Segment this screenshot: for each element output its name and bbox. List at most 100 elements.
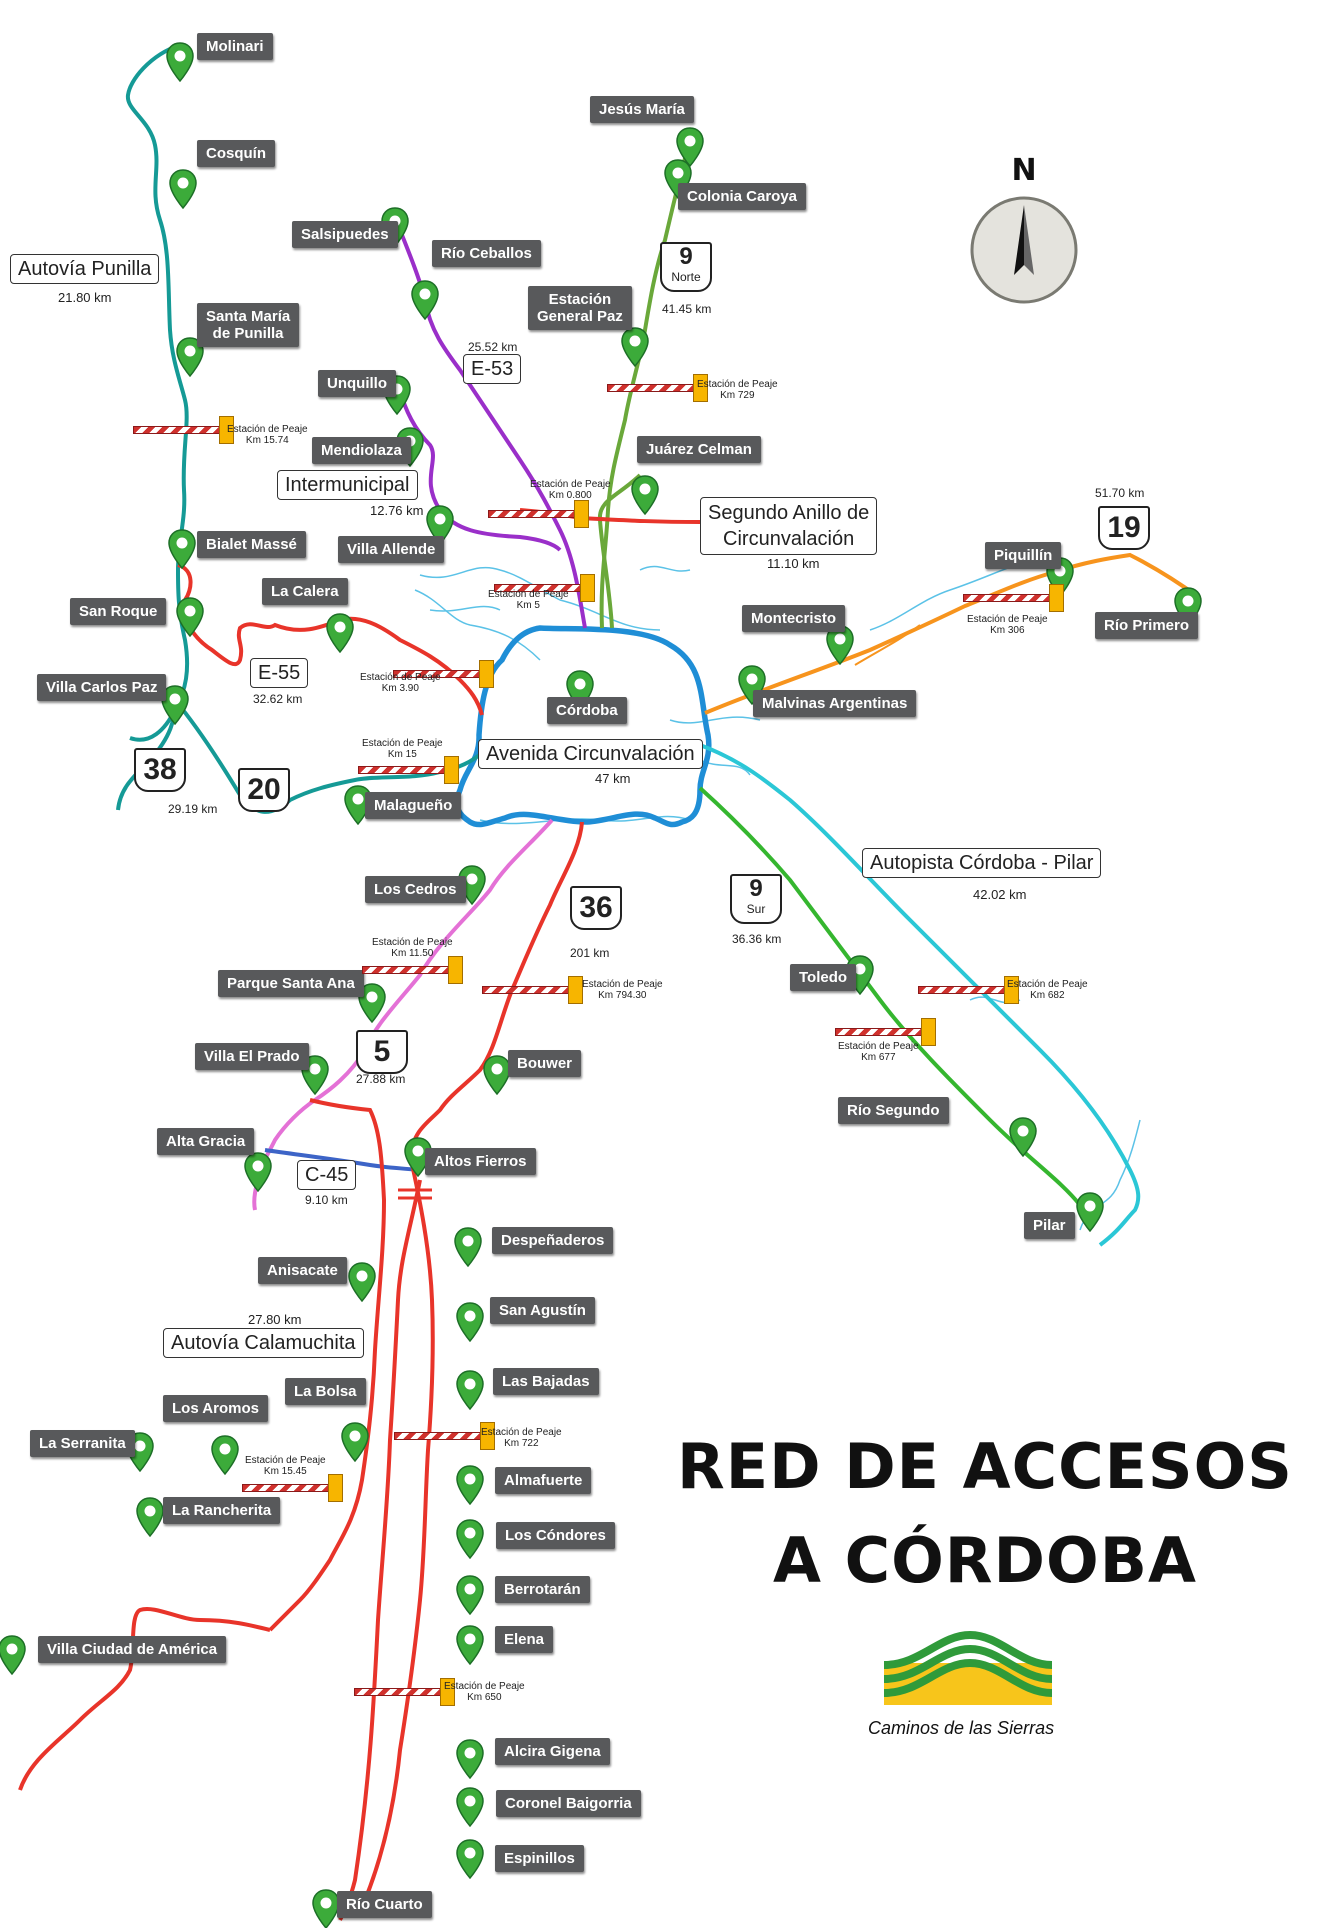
pin-icon-villa-allende[interactable] xyxy=(425,504,455,546)
ruta-36-road xyxy=(408,821,584,1156)
pin-icon-juarez-celman[interactable] xyxy=(630,474,660,516)
town-label-altos-fierros[interactable]: Altos Fierros xyxy=(425,1148,536,1175)
pin-icon-los-aromos[interactable] xyxy=(210,1434,240,1476)
town-label-san-roque[interactable]: San Roque xyxy=(70,598,167,625)
toll-station-km650[interactable] xyxy=(354,1678,464,1708)
pin-icon-bialet-masse[interactable] xyxy=(167,528,197,570)
pin-icon-pilar[interactable] xyxy=(1008,1116,1038,1158)
town-label-los-condores[interactable]: Los Cóndores xyxy=(496,1522,615,1549)
town-label-juarez-celman[interactable]: Juárez Celman xyxy=(637,436,761,463)
town-label-bialet-masse[interactable]: Bialet Massé xyxy=(197,531,306,558)
town-label-piquillin[interactable]: Piquillín xyxy=(985,542,1062,569)
town-label-la-bolsa[interactable]: La Bolsa xyxy=(285,1378,366,1405)
pin-icon-espinillos[interactable] xyxy=(455,1838,485,1880)
town-label-jesus-maria[interactable]: Jesús María xyxy=(590,96,694,123)
pin-icon-bouwer[interactable] xyxy=(482,1054,512,1096)
pin-icon-las-bajadas[interactable] xyxy=(455,1369,485,1411)
town-label-la-calera[interactable]: La Calera xyxy=(262,578,348,605)
town-label-coronel-baigorria[interactable]: Coronel Baigorria xyxy=(496,1790,641,1817)
town-label-rio-segundo[interactable]: Río Segundo xyxy=(838,1097,949,1124)
town-label-malagueno[interactable]: Malagueño xyxy=(365,792,462,819)
toll-station-ruta20[interactable] xyxy=(358,756,468,786)
toll-station-ruta9-sur[interactable] xyxy=(835,1018,945,1048)
town-label-estacion-general-paz[interactable]: Estación General Paz xyxy=(528,286,632,330)
town-label-alcira-gigena[interactable]: Alcira Gigena xyxy=(495,1738,610,1765)
pin-icon-la-calera[interactable] xyxy=(325,612,355,654)
toll-station-ruta36[interactable] xyxy=(482,976,592,1006)
pin-icon-parque-santa-ana[interactable] xyxy=(357,982,387,1024)
town-label-cosquin[interactable]: Cosquín xyxy=(197,140,275,167)
town-label-pilar[interactable]: Pilar xyxy=(1024,1212,1075,1239)
town-label-rio-cuarto[interactable]: Río Cuarto xyxy=(337,1891,432,1918)
pin-icon-elena[interactable] xyxy=(455,1624,485,1666)
town-label-malvinas-argentinas[interactable]: Malvinas Argentinas xyxy=(753,690,917,717)
town-label-despenaderos[interactable]: Despeñaderos xyxy=(492,1227,614,1254)
pin-icon-anisacate[interactable] xyxy=(347,1261,377,1303)
toll-station-e53[interactable] xyxy=(488,500,598,530)
pin-icon-coronel-baigorria[interactable] xyxy=(455,1786,485,1828)
pin-icon-despenaderos[interactable] xyxy=(453,1226,483,1268)
toll-station-pilar[interactable] xyxy=(918,976,1028,1006)
pin-icon-almafuerte[interactable] xyxy=(455,1464,485,1506)
town-label-san-agustin[interactable]: San Agustín xyxy=(490,1297,595,1324)
toll-station-ruta5[interactable] xyxy=(362,956,472,986)
shield-ruta-19: 19 xyxy=(1098,506,1150,550)
town-label-bouwer[interactable]: Bouwer xyxy=(508,1050,582,1077)
pin-icon-san-roque[interactable] xyxy=(175,596,205,638)
pin-icon-estacion-general-paz[interactable] xyxy=(620,326,650,368)
town-label-mendiolaza[interactable]: Mendiolaza xyxy=(312,437,411,464)
pin-icon-villa-ciudad-america[interactable] xyxy=(0,1634,27,1676)
pin-icon-cosquin[interactable] xyxy=(168,168,198,210)
town-label-berrotaran[interactable]: Berrotarán xyxy=(495,1576,590,1603)
town-label-toledo[interactable]: Toledo xyxy=(790,964,857,991)
town-label-rio-primero[interactable]: Río Primero xyxy=(1095,612,1199,639)
shield-length-ruta-38: 29.19 km xyxy=(168,802,218,816)
toll-station-km5[interactable] xyxy=(494,574,604,604)
pin-icon-montecristo[interactable] xyxy=(825,624,855,666)
town-label-santa-maria[interactable]: Santa María de Punilla xyxy=(197,303,300,347)
pin-icon-molinari[interactable] xyxy=(165,41,195,83)
pin-icon-san-agustin[interactable] xyxy=(455,1301,485,1343)
town-label-rio-ceballos[interactable]: Río Ceballos xyxy=(432,240,541,267)
toll-station-ruta19[interactable] xyxy=(963,584,1073,614)
ruta-9-norte-road xyxy=(599,139,692,629)
town-label-unquillo[interactable]: Unquillo xyxy=(318,370,396,397)
town-label-los-cedros[interactable]: Los Cedros xyxy=(365,876,466,903)
town-label-alta-gracia[interactable]: Alta Gracia xyxy=(157,1128,255,1155)
town-label-villa-el-prado[interactable]: Villa El Prado xyxy=(195,1043,309,1070)
town-label-villa-allende[interactable]: Villa Allende xyxy=(338,536,445,563)
toll-station-punilla[interactable] xyxy=(133,416,243,446)
pin-icon-alcira-gigena[interactable] xyxy=(455,1738,485,1780)
toll-station-calamuchita[interactable] xyxy=(242,1474,352,1504)
pin-icon-la-bolsa[interactable] xyxy=(340,1421,370,1463)
autovia-punilla-road xyxy=(125,43,190,742)
pin-icon-alta-gracia[interactable] xyxy=(243,1151,273,1193)
toll-station-km722[interactable] xyxy=(394,1422,504,1452)
pin-icon-la-rancherita[interactable] xyxy=(135,1496,165,1538)
town-label-anisacate[interactable]: Anisacate xyxy=(258,1257,347,1284)
town-label-almafuerte[interactable]: Almafuerte xyxy=(495,1467,592,1494)
town-label-las-bajadas[interactable]: Las Bajadas xyxy=(493,1368,599,1395)
town-label-molinari[interactable]: Molinari xyxy=(197,33,273,60)
town-label-los-aromos[interactable]: Los Aromos xyxy=(163,1395,268,1422)
pin-icon-rio-ceballos[interactable] xyxy=(410,279,440,321)
town-label-la-serranita[interactable]: La Serranita xyxy=(30,1430,135,1457)
toll-station-e55[interactable] xyxy=(393,660,503,690)
pin-icon-berrotaran[interactable] xyxy=(455,1574,485,1616)
town-label-parque-santa-ana[interactable]: Parque Santa Ana xyxy=(218,970,364,997)
town-label-salsipuedes[interactable]: Salsipuedes xyxy=(292,221,398,248)
town-label-cordoba[interactable]: Córdoba xyxy=(547,697,627,724)
town-label-espinillos[interactable]: Espinillos xyxy=(495,1845,584,1872)
pin-icon-los-condores[interactable] xyxy=(455,1518,485,1560)
town-label-villa-carlos-paz[interactable]: Villa Carlos Paz xyxy=(37,674,167,701)
town-label-la-rancherita[interactable]: La Rancherita xyxy=(163,1497,281,1524)
pin-icon-altos-fierros[interactable] xyxy=(403,1136,433,1178)
town-label-elena[interactable]: Elena xyxy=(495,1626,554,1653)
town-label-montecristo[interactable]: Montecristo xyxy=(742,605,846,632)
toll-station-ruta9-norte[interactable] xyxy=(607,374,717,404)
town-label-villa-ciudad-de-america[interactable]: Villa Ciudad de América xyxy=(38,1636,227,1663)
town-label-colonia-caroya[interactable]: Colonia Caroya xyxy=(678,183,807,210)
pin-icon-pilar-south[interactable] xyxy=(1075,1191,1105,1233)
